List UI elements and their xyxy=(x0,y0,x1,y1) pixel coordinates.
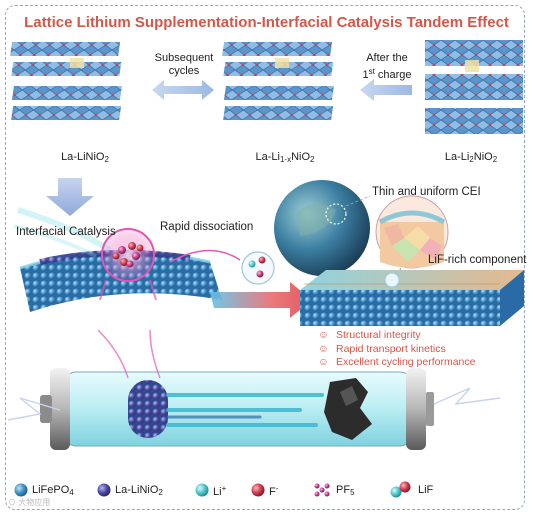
legend-la-linio2-icon xyxy=(97,483,111,497)
legend-f-ion-icon xyxy=(251,483,265,497)
legend-lif-icon xyxy=(390,481,411,498)
legend-label-lifepo4: LiFePO4 xyxy=(32,484,74,497)
down-arrow-icon xyxy=(46,178,94,216)
legend-li-ion-icon xyxy=(195,483,209,497)
label-after-first-charge: After the 1st charge xyxy=(362,52,412,81)
label-rapid-dissociation: Rapid dissociation xyxy=(160,221,254,233)
double-arrow-icon xyxy=(152,80,214,100)
label-la-li2nio2: La-Li2NiO2 xyxy=(444,151,498,164)
legend-icons xyxy=(14,481,411,498)
lattice-la-li1-xnio2 xyxy=(222,42,334,120)
battery-cell xyxy=(7,329,501,450)
dashed-frame xyxy=(5,5,525,510)
label-lif-rich: LiF-rich component xyxy=(428,254,527,266)
watermark: ⊙ 大物应用 xyxy=(8,498,51,507)
benefit-item: ☺Structural integrity xyxy=(318,329,421,341)
smiley-icon: ☺ xyxy=(318,342,329,355)
legend-label-la-linio2: La-LiNiO2 xyxy=(115,484,163,497)
legend-label-f-ion: F- xyxy=(269,484,279,498)
benefit-item: ☺Rapid transport kinetics xyxy=(318,342,446,355)
legend-label-lif: LiF xyxy=(418,484,434,496)
legend-label-pf5: PF5 xyxy=(336,484,355,497)
benefits-list: ☺Structural integrity ☺Rapid transport k… xyxy=(318,329,475,370)
label-la-linio2: La-LiNiO2 xyxy=(61,151,109,164)
label-subsequent-cycles: Subsequent cycles xyxy=(154,52,214,77)
cei-slab xyxy=(300,270,524,326)
dissociation-bubble xyxy=(169,249,275,285)
left-arrow-icon xyxy=(360,79,412,101)
pf5-magnifier xyxy=(99,228,157,301)
label-interfacial-catalysis: Interfacial Catalysis xyxy=(16,226,116,238)
cei-sphere xyxy=(274,180,371,276)
smiley-icon: ☺ xyxy=(318,329,329,341)
benefit-item: ☺Excellent cycling performance xyxy=(318,356,476,368)
figure-title: Lattice Lithium Supplementation-Interfac… xyxy=(24,14,509,31)
legend-label-li-ion: Li+ xyxy=(213,484,227,498)
lattice-la-linio2 xyxy=(10,42,122,120)
legend-lifepo4-icon xyxy=(14,483,28,497)
lif-magnified-grains xyxy=(375,195,449,291)
transfer-arrow-icon xyxy=(210,282,312,318)
legend-pf5-icon xyxy=(314,483,330,497)
smiley-icon: ☺ xyxy=(318,356,329,368)
label-la-li1-xnio2: La-Li1-xNiO2 xyxy=(255,151,315,164)
lattice-la-li2nio2 xyxy=(425,40,523,134)
label-thin-uniform-cei: Thin and uniform CEI xyxy=(372,186,481,198)
